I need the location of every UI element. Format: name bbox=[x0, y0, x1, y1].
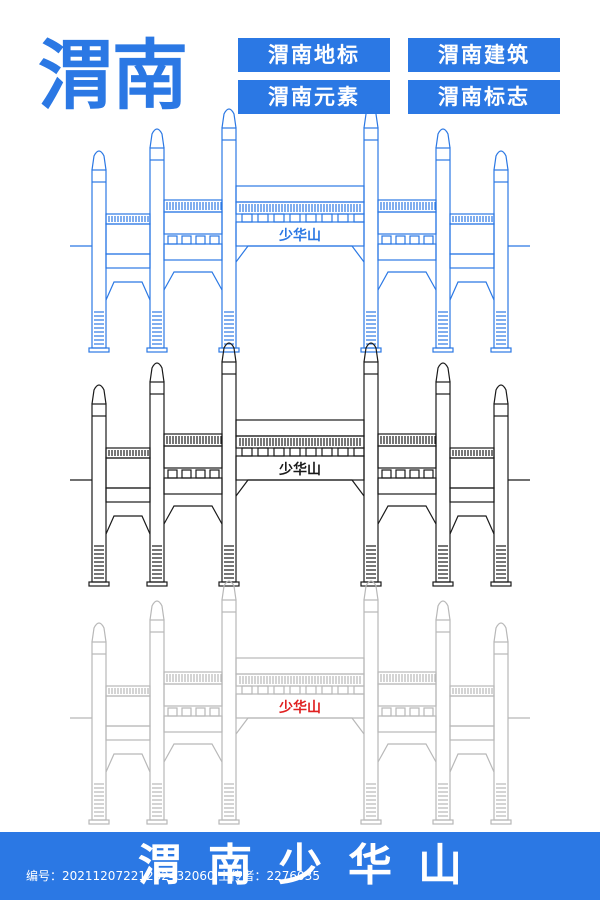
gate-blue-outline: 少华山 bbox=[70, 108, 530, 353]
gate-black-outline: 少华山 bbox=[70, 342, 530, 587]
page-title: 渭南 bbox=[38, 31, 188, 120]
tag-element: 渭南元素 bbox=[238, 80, 390, 114]
bottom-banner bbox=[0, 832, 600, 900]
gate-label: 少华山 bbox=[278, 699, 321, 716]
footer-info: 编号：20211207221232432060 上传者：2276035 bbox=[26, 869, 320, 883]
gate-label: 少华山 bbox=[278, 461, 321, 478]
tag-architecture: 渭南建筑 bbox=[408, 38, 560, 72]
tag-symbol: 渭南标志 bbox=[408, 80, 560, 114]
tag-landmark: 渭南地标 bbox=[238, 38, 390, 72]
bottom-title: 渭南少华山 bbox=[138, 840, 488, 891]
gate-label: 少华山 bbox=[278, 227, 321, 244]
gate-gray-outline: 少华山 bbox=[70, 580, 530, 825]
